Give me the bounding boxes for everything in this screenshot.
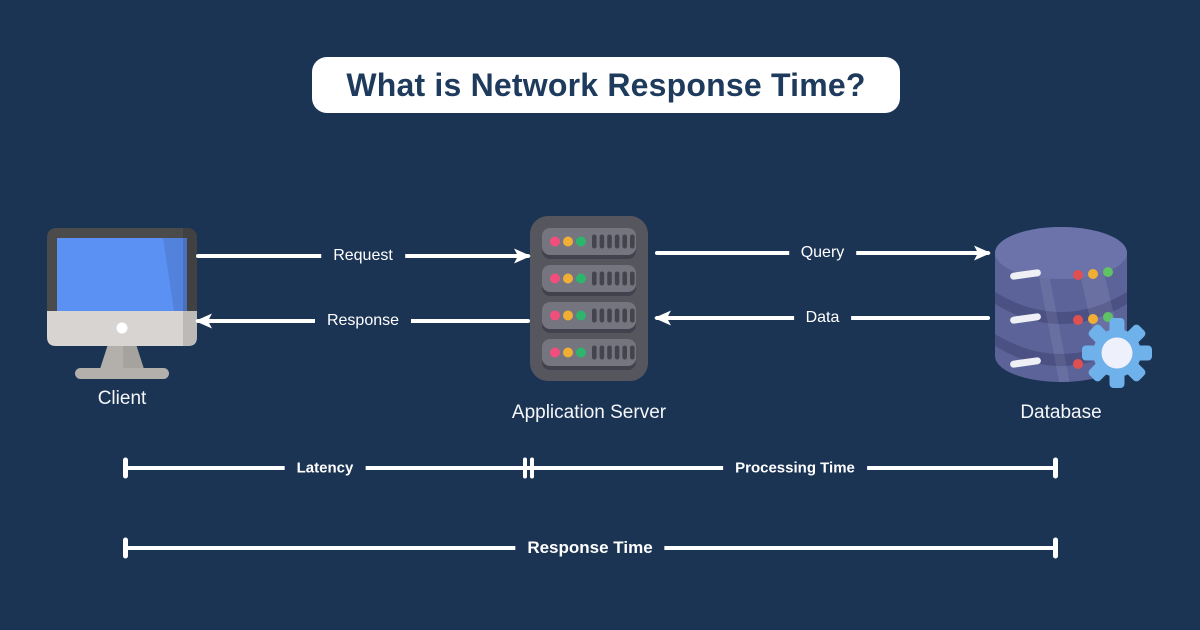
measure-rule: [123, 466, 1058, 470]
tick-start: [123, 537, 128, 559]
database-dashes: [1010, 269, 1041, 368]
tick-end: [1053, 537, 1058, 559]
arrowhead-left-icon: [195, 313, 212, 329]
server-blades: [542, 228, 636, 370]
response-arrow: Response: [195, 312, 530, 330]
title-box: What is Network Response Time?: [312, 57, 900, 113]
response-label: Response: [314, 312, 412, 330]
request-label: Request: [321, 247, 405, 265]
response-time-label: Response Time: [515, 538, 665, 558]
arrowhead-right-icon: [514, 248, 531, 264]
arrowhead-right-icon: [974, 245, 991, 261]
data-label: Data: [793, 309, 852, 327]
database-gear-icon: [995, 227, 1152, 388]
gear-icon: [1082, 318, 1152, 388]
processing-time-label: Processing Time: [723, 459, 867, 477]
server-rack-icon: [530, 216, 648, 381]
arrowhead-left-icon: [654, 310, 671, 326]
monitor-button: [116, 322, 128, 334]
tick-server-boundary-a: [523, 457, 527, 479]
response-time-measure-line: Response Time: [123, 536, 1058, 560]
database-status-dots: [1073, 267, 1113, 369]
monitor-screen: [57, 238, 187, 311]
tick-server-boundary-b: [530, 457, 534, 479]
data-arrow: Data: [654, 309, 990, 327]
database-label: Database: [1020, 402, 1102, 423]
query-arrow: Query: [655, 244, 991, 262]
database-top: [995, 227, 1127, 279]
tick-database-end: [1053, 457, 1058, 479]
client-label: Client: [97, 388, 147, 409]
tick-client-start: [123, 457, 128, 479]
application-server-label: Application Server: [511, 402, 667, 423]
latency-label: Latency: [284, 459, 366, 477]
latency-processing-measure-line: Latency Processing Time: [123, 456, 1058, 480]
request-arrow: Request: [196, 247, 531, 265]
page-title: What is Network Response Time?: [346, 66, 866, 103]
desktop-computer-icon: [47, 228, 197, 379]
monitor-base: [75, 368, 169, 379]
query-label: Query: [788, 244, 857, 262]
